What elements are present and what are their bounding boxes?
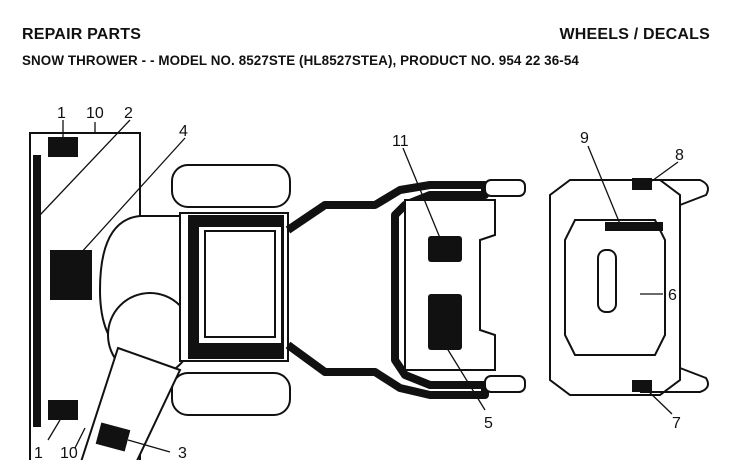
wheel-bottom	[171, 372, 291, 416]
decal-8	[632, 178, 652, 190]
handle-frame	[285, 181, 489, 399]
grip-bottom	[484, 375, 526, 393]
callout-1-top: 1	[57, 105, 66, 122]
wheel-top	[171, 164, 291, 208]
leader-3	[127, 439, 171, 453]
callout-3: 3	[178, 445, 187, 460]
decal-7	[632, 380, 652, 392]
callout-7: 7	[672, 415, 681, 432]
rear-slot	[597, 249, 617, 313]
callout-1-bottom: 1	[34, 445, 43, 460]
leader-5	[444, 344, 486, 411]
callout-11: 11	[392, 133, 409, 150]
callout-10-bottom: 10	[60, 445, 78, 460]
decal-stripe-2	[33, 155, 41, 427]
engine-window	[204, 230, 276, 338]
handle-loop-top	[640, 179, 709, 206]
leader-10b	[74, 427, 86, 449]
grip-top	[484, 179, 526, 197]
leader-9	[587, 145, 621, 225]
leader-2	[39, 119, 131, 216]
decal-1-bottom	[48, 400, 78, 420]
callout-4: 4	[179, 123, 188, 140]
decal-3	[95, 422, 131, 452]
decal-1-top	[48, 137, 78, 157]
callout-2: 2	[124, 105, 133, 122]
callout-10-top: 10	[86, 105, 104, 122]
callout-6: 6	[668, 287, 677, 304]
leader-1b	[47, 419, 61, 441]
handle-loop-bottom	[640, 367, 709, 393]
decal-9	[605, 222, 663, 231]
leader-7	[644, 387, 673, 415]
leader-4	[69, 137, 186, 266]
decal-5	[428, 294, 462, 350]
control-panel	[404, 199, 496, 371]
model-subtitle: SNOW THROWER - - MODEL NO. 8527STE (HL85…	[22, 53, 579, 68]
callout-5: 5	[484, 415, 493, 432]
leader-11	[402, 147, 441, 239]
leader-8	[644, 161, 679, 187]
decal-11	[428, 236, 462, 262]
decal-4	[50, 250, 92, 300]
section-subject: WHEELS / DECALS	[559, 26, 710, 43]
callout-8: 8	[675, 147, 684, 164]
section-title: REPAIR PARTS	[22, 26, 142, 43]
callout-9: 9	[580, 130, 589, 147]
